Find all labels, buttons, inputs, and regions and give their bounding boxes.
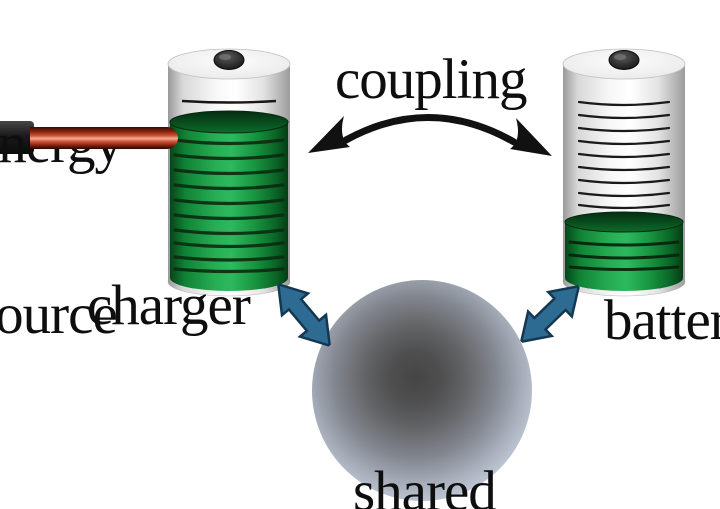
shared-bath-sphere <box>312 280 532 501</box>
storage-terminal-cap <box>608 50 640 70</box>
empty-level-stripes <box>577 100 671 210</box>
charger-terminal-cap <box>213 50 245 70</box>
battery-bath-arrow-icon <box>519 284 581 344</box>
energy-source-line2: source <box>0 283 118 346</box>
shared-bath-line1: shared <box>353 460 497 509</box>
charger-battery-icon <box>167 48 291 297</box>
charge-level-stripes <box>173 138 285 274</box>
energy-source-label: energy source <box>0 1 123 457</box>
coupling-label: coupling <box>335 48 527 111</box>
coupling-arrow-icon <box>308 114 552 156</box>
charger-bath-arrow-icon <box>276 282 332 348</box>
energy-source-connector <box>0 121 34 154</box>
charger-label: charger <box>87 274 251 337</box>
red-wire <box>30 127 178 149</box>
battery-label: battery <box>604 289 720 352</box>
storage-battery-icon <box>562 48 686 297</box>
charge-level-stripes <box>568 240 680 271</box>
shared-bath-label: shared bath <box>353 334 497 509</box>
